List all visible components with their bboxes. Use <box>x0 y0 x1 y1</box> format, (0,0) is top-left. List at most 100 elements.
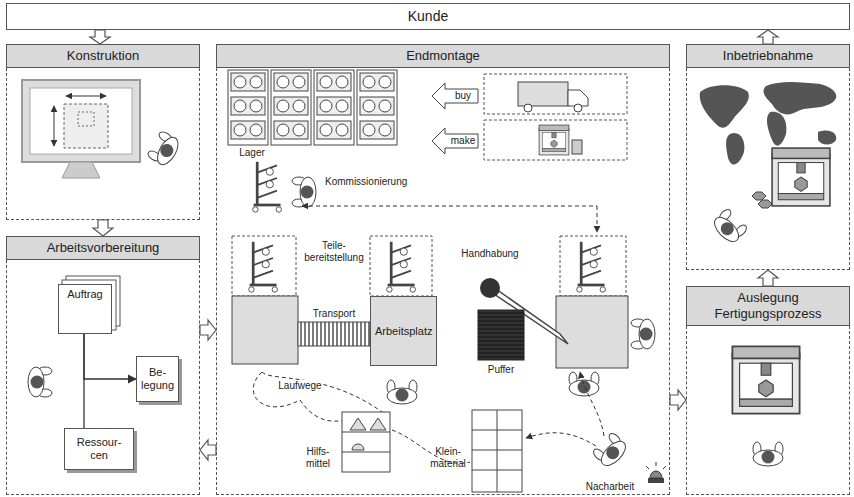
panel-heading: Arbeitsvorbereitung <box>6 236 200 260</box>
cad-monitor <box>62 162 100 178</box>
label-text: Teile- bereitstellung <box>304 240 363 264</box>
parts <box>752 192 766 200</box>
make-supply <box>572 140 582 154</box>
small-parts-shelf <box>472 410 522 492</box>
label-text: Lager <box>239 147 265 159</box>
bin-part <box>336 124 348 136</box>
label-text: Puffer <box>488 364 515 376</box>
panel-heading: Konstruktion <box>6 44 200 68</box>
small-parts-shelf <box>472 410 522 492</box>
rework-paths <box>526 372 604 446</box>
resources-card: Ressour- cen <box>64 428 134 470</box>
cad-monitor <box>22 80 140 162</box>
world-map <box>726 133 744 164</box>
tool-shelf <box>342 412 390 472</box>
shelf-bay <box>357 70 397 145</box>
process-planner <box>753 442 783 466</box>
small-parts-shelf <box>497 410 498 492</box>
panel-border <box>686 68 850 270</box>
warning-lamp <box>646 466 649 469</box>
node-label: Auftrag <box>67 288 102 301</box>
warning-lamp <box>646 462 666 483</box>
flow-arrow <box>200 320 216 340</box>
storage-bin <box>317 121 351 139</box>
tool-shelf <box>352 444 364 450</box>
cad-monitor <box>22 80 140 178</box>
buffer-block <box>478 310 524 360</box>
tool-shelf <box>370 418 386 430</box>
customer-label: Kunde <box>408 10 448 23</box>
bin-part <box>379 76 391 88</box>
bin-part <box>336 76 348 88</box>
flow-arrow <box>670 390 686 410</box>
bin-part <box>363 124 375 136</box>
planner <box>28 367 52 397</box>
schedule-card: Be- legung <box>136 356 179 402</box>
make-supply <box>539 125 569 155</box>
shelf-bay <box>271 70 311 145</box>
label-text: Kommissionierung <box>325 176 407 188</box>
storage-bin <box>231 97 265 115</box>
label-text: buy <box>455 90 471 102</box>
order-document: Auftrag <box>58 284 112 334</box>
storage-bin <box>274 73 308 91</box>
storage-bin <box>317 97 351 115</box>
parts <box>752 192 772 208</box>
picker <box>292 177 316 207</box>
customer-bar: Kunde <box>6 3 850 30</box>
make-supply <box>432 120 627 160</box>
flow-arrow <box>758 30 778 44</box>
bin-part <box>250 100 262 112</box>
process-panel: Auslegung Fertigungsprozess <box>686 286 850 495</box>
figure-label: Lager <box>239 147 265 159</box>
make-supply <box>432 128 478 154</box>
panel-heading: Inbetriebnahme <box>686 44 850 68</box>
machine <box>772 148 830 206</box>
bin-part <box>293 76 305 88</box>
process-panel: EndmontageArbeitsplatz <box>216 44 670 495</box>
node-label: Ressour- cen <box>77 436 122 462</box>
bin-part <box>234 124 246 136</box>
flow-arrow <box>200 440 216 460</box>
label-text: Handhabung <box>461 248 518 260</box>
node-label: Be- legung <box>141 366 174 392</box>
worker <box>387 380 417 404</box>
tool-shelf <box>342 432 390 433</box>
bin-part <box>320 100 332 112</box>
storage-bin <box>231 73 265 91</box>
bin-part <box>277 76 289 88</box>
figure-label: Kommissionierung <box>325 176 407 188</box>
workstation-box: Arbeitsplatz <box>370 296 437 366</box>
cad-monitor <box>30 88 132 154</box>
label-text: Transport <box>313 308 355 320</box>
picking-route <box>302 206 597 232</box>
bin-part <box>277 124 289 136</box>
commissioning-engineer <box>710 207 748 245</box>
cad-monitor <box>64 104 108 148</box>
buy-supply <box>574 104 582 112</box>
buy-supply <box>432 74 627 114</box>
buy-supply <box>484 74 627 114</box>
warehouse-shelf <box>228 70 397 145</box>
figure-label: Klein- material <box>430 446 466 470</box>
figure-label: make <box>451 135 475 147</box>
rework-paths <box>580 372 604 436</box>
storage-bin <box>274 97 308 115</box>
figure-label: Handhabung <box>461 248 518 260</box>
label-text: Hilfs- mittel <box>306 446 330 470</box>
cad-monitor <box>78 112 94 126</box>
cad-monitor <box>66 96 106 97</box>
workstations <box>298 322 370 346</box>
workstations <box>232 236 628 368</box>
parts <box>758 200 772 208</box>
panel-border <box>686 326 850 495</box>
storage-bin <box>231 121 265 139</box>
bin-part <box>363 100 375 112</box>
bin-part <box>250 76 262 88</box>
bin-part <box>277 100 289 112</box>
workstations <box>387 242 416 292</box>
world-map <box>767 112 786 146</box>
panel-border <box>6 68 200 220</box>
bin-part <box>320 76 332 88</box>
workstations <box>556 296 628 368</box>
